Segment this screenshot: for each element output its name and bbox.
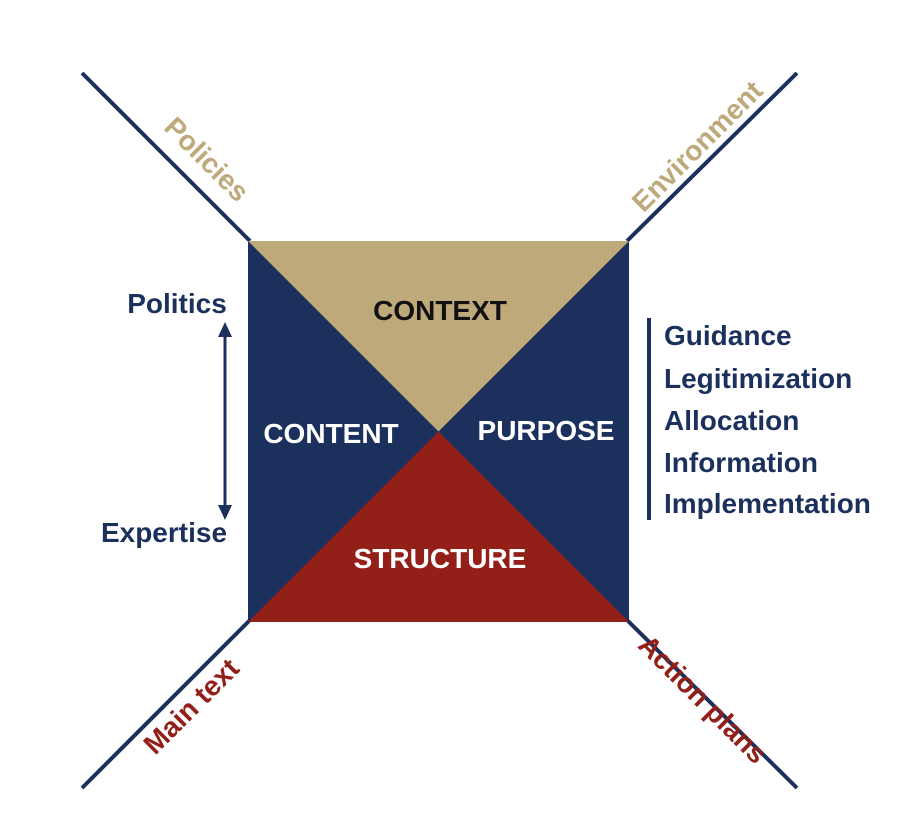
structure-triangle xyxy=(248,431,629,622)
diagonal-line-bottom-right xyxy=(625,618,799,790)
function-item-implementation: Implementation xyxy=(664,488,871,519)
structure-label: STRUCTURE xyxy=(354,543,527,574)
action-plans-label: Action plans xyxy=(632,629,773,770)
function-item-guidance: Guidance xyxy=(664,320,792,351)
politics-label: Politics xyxy=(127,288,227,319)
double-arrow-icon xyxy=(218,322,232,520)
expertise-label: Expertise xyxy=(101,517,227,548)
context-label: CONTEXT xyxy=(373,295,507,326)
content-label: CONTENT xyxy=(263,418,398,449)
policies-label: Policies xyxy=(158,111,255,208)
environment-label: Environment xyxy=(626,75,769,218)
context-triangle xyxy=(248,241,629,432)
diagonal-line-top-right xyxy=(625,71,799,243)
diagonal-line-top-left xyxy=(80,71,252,243)
function-item-allocation: Allocation xyxy=(664,405,799,436)
diagonal-line-bottom-left xyxy=(80,618,252,790)
purpose-label: PURPOSE xyxy=(478,415,615,446)
main-text-label: Main text xyxy=(137,652,245,760)
function-item-information: Information xyxy=(664,447,818,478)
function-item-legitimization: Legitimization xyxy=(664,363,852,394)
